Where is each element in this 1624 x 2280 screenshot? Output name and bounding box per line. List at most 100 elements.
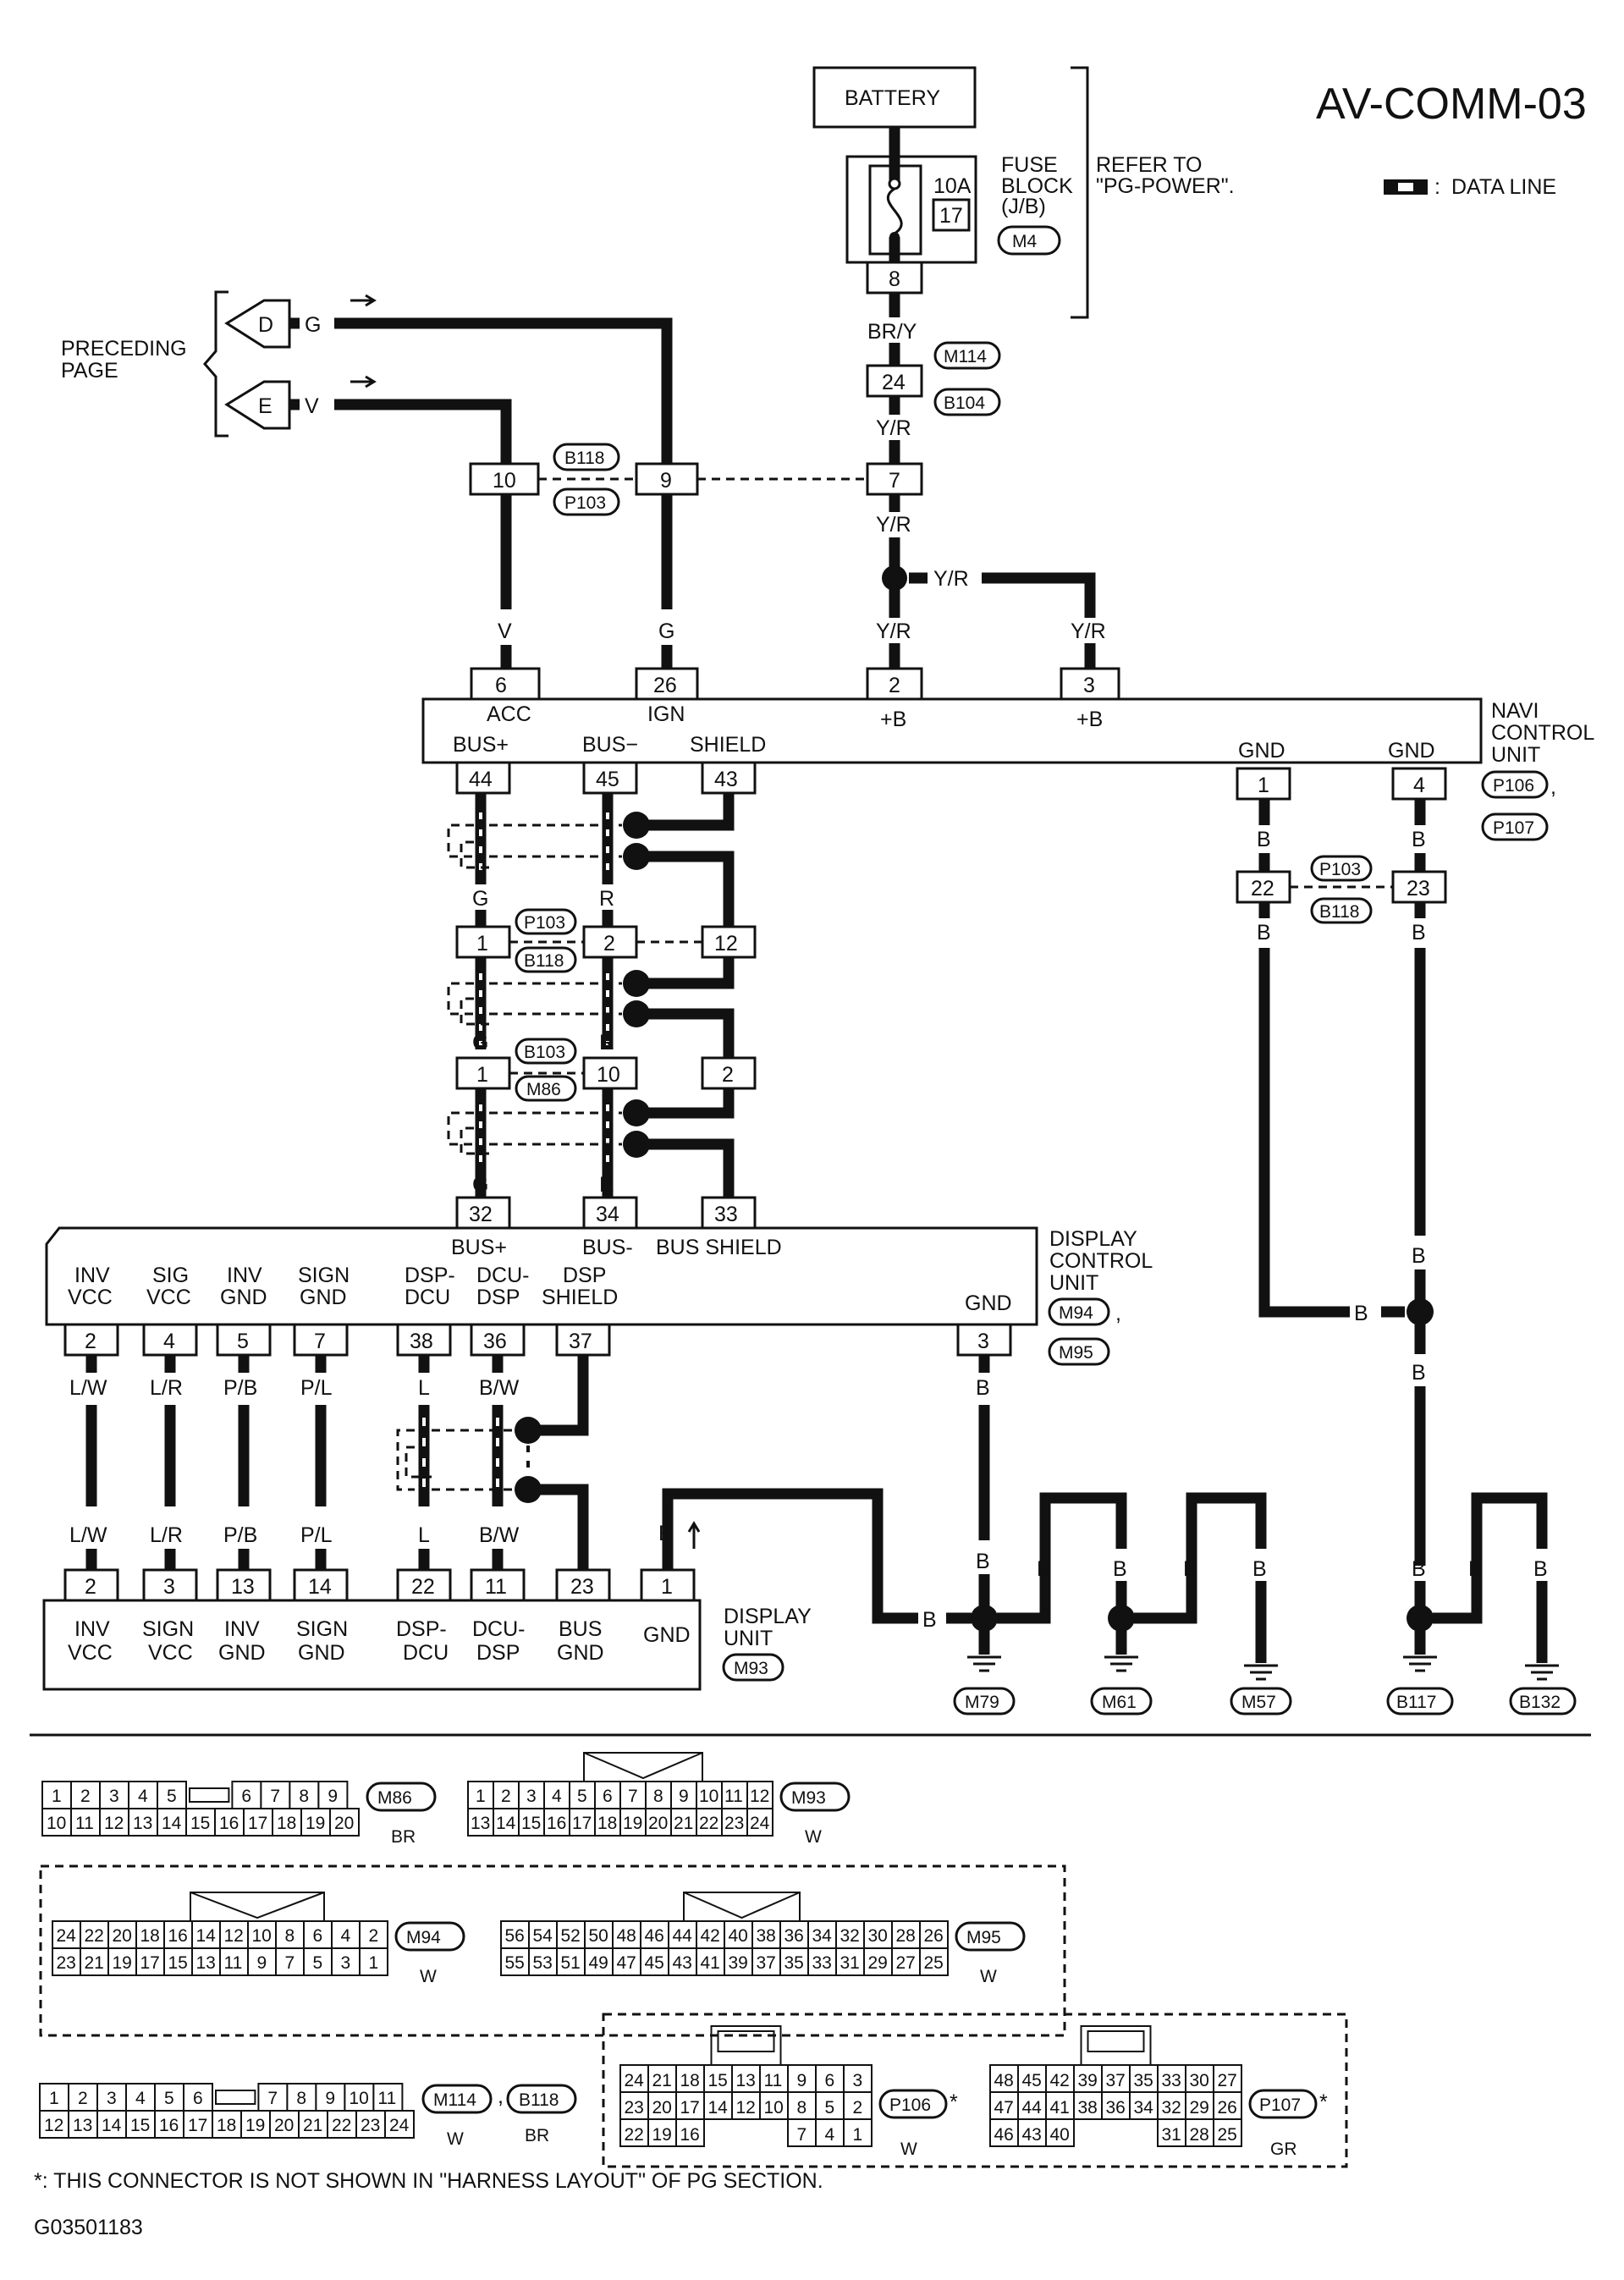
navi-pin-43: 43	[714, 768, 738, 791]
fuse-amp: 10A	[933, 174, 972, 198]
cavity	[1185, 2091, 1214, 2120]
cavity-number: 19	[652, 2125, 672, 2145]
bus-wire-g-1: G	[472, 887, 488, 911]
cavity	[41, 1781, 72, 1809]
connector-star: *	[950, 2090, 958, 2114]
ground-m57: M57	[1241, 1693, 1276, 1712]
cavity	[835, 1920, 865, 1949]
dcu-label-dcu-dsp-1: DCU-	[476, 1264, 530, 1287]
cavity	[779, 1947, 809, 1976]
cavity-number: 33	[812, 1953, 832, 1973]
gnd-b-3: B	[1183, 1557, 1197, 1581]
dcu-bus-minus: BUS-	[582, 1236, 633, 1259]
wire-yr-4: Y/R	[876, 620, 911, 643]
lock-tab	[1087, 2030, 1145, 2052]
cavity-number: 18	[217, 2116, 236, 2135]
navi-gnd-wire-b5: B	[1354, 1302, 1368, 1325]
cavity-number: 12	[224, 1926, 244, 1946]
wire-bw-1: B/W	[479, 1376, 520, 1400]
navi-gnd-conn-b118: B118	[1319, 902, 1360, 922]
cavity-number: 43	[673, 1953, 692, 1973]
cavity-number: 21	[674, 1814, 693, 1833]
cavity	[594, 1808, 621, 1837]
cavity	[640, 1947, 669, 1976]
navi-pin-26: 26	[653, 674, 677, 697]
battery-box	[812, 66, 977, 129]
cavity-number: 45	[645, 1953, 664, 1973]
cavity	[989, 2064, 1019, 2093]
dcu-pin-36: 36	[483, 1330, 507, 1353]
navi-pin-4: 4	[1413, 774, 1425, 797]
cavity	[39, 2083, 69, 2112]
cavity-number: 21	[652, 2071, 672, 2090]
cavity-number: 14	[162, 1814, 182, 1833]
pin-8: 8	[889, 267, 900, 291]
wire-yr-2: Y/R	[876, 513, 911, 537]
cavity-number: 8	[653, 1787, 663, 1806]
preceding-bracket	[203, 290, 228, 438]
fuse-number: 17	[939, 204, 963, 228]
cavity-number: 11	[75, 1814, 94, 1833]
cavity-number: 12	[44, 2116, 63, 2135]
pin-10: 10	[493, 469, 516, 493]
cavity-number: 3	[853, 2071, 863, 2090]
cavity	[286, 2083, 317, 2112]
cavity-number: 25	[1218, 2125, 1237, 2145]
du-label-3b: GND	[298, 1641, 345, 1665]
navi-pin-45: 45	[596, 768, 619, 791]
cavity-number: 13	[471, 1814, 490, 1833]
cavity	[696, 1781, 723, 1809]
cavity-number: 32	[1162, 2098, 1181, 2118]
dcu-label-inv-gnd-2: GND	[220, 1286, 267, 1309]
cavity-number: 4	[341, 1926, 351, 1946]
ground-icon	[1104, 1655, 1138, 1672]
fuse-label-1: FUSE	[1001, 153, 1058, 177]
cavity	[125, 2083, 156, 2112]
du-pin-3: 3	[163, 1575, 175, 1599]
du-pin-14: 14	[308, 1575, 332, 1599]
cavity	[703, 2091, 733, 2120]
wire-l-1: L	[418, 1376, 430, 1400]
wire-yr-1: Y/R	[876, 416, 911, 440]
diagram-code: AV-COMM-03	[1316, 80, 1587, 129]
wire-g: G	[658, 620, 674, 643]
cavity	[1185, 2064, 1214, 2093]
dcu-pin-32: 32	[469, 1203, 493, 1226]
cavity-number: 44	[673, 1926, 693, 1946]
navi-gnd-wire-b4: B	[1412, 921, 1426, 944]
cavity-number: 53	[533, 1953, 553, 1973]
cavity	[619, 1781, 647, 1809]
cavity	[359, 1947, 388, 1976]
cavity-number: 11	[764, 2071, 783, 2090]
cavity	[746, 1808, 773, 1837]
dcu-bus-plus: BUS+	[451, 1236, 507, 1259]
cavity-number: 24	[389, 2116, 410, 2135]
cavity-number: 24	[57, 1926, 77, 1946]
navi-gnd-2: GND	[1388, 739, 1435, 763]
cavity-number: 13	[736, 2071, 756, 2090]
tag-d: D	[258, 313, 273, 337]
cavity	[70, 1808, 101, 1837]
group-m94-m95	[39, 1864, 1066, 2037]
wire-pb-2: P/B	[223, 1523, 257, 1547]
bus-pin-2a: 2	[603, 932, 615, 956]
cavity	[759, 2091, 789, 2120]
cavity-number: 8	[299, 1787, 309, 1806]
du-pin-13: 13	[231, 1575, 255, 1599]
du-pin-11: 11	[485, 1575, 507, 1599]
du-label-2b: GND	[218, 1641, 266, 1665]
du-gnd-wire-b: B	[658, 1522, 673, 1545]
cavity-number: 10	[47, 1814, 66, 1833]
du-label-4a: DSP-	[396, 1617, 447, 1641]
cavity	[275, 1947, 305, 1976]
fuse-label-3: (J/B)	[1001, 195, 1046, 218]
pin-9: 9	[660, 469, 672, 493]
cavity-number: 2	[80, 1787, 91, 1806]
cavity-number: 27	[896, 1953, 916, 1973]
connector-color: BR	[391, 1827, 416, 1847]
navi-gnd-wire-b3: B	[1257, 921, 1271, 944]
cavity-number: 4	[138, 1787, 148, 1806]
cavity-number: 13	[73, 2116, 92, 2135]
cavity-number: 17	[572, 1814, 592, 1833]
cavity	[556, 1947, 586, 1976]
